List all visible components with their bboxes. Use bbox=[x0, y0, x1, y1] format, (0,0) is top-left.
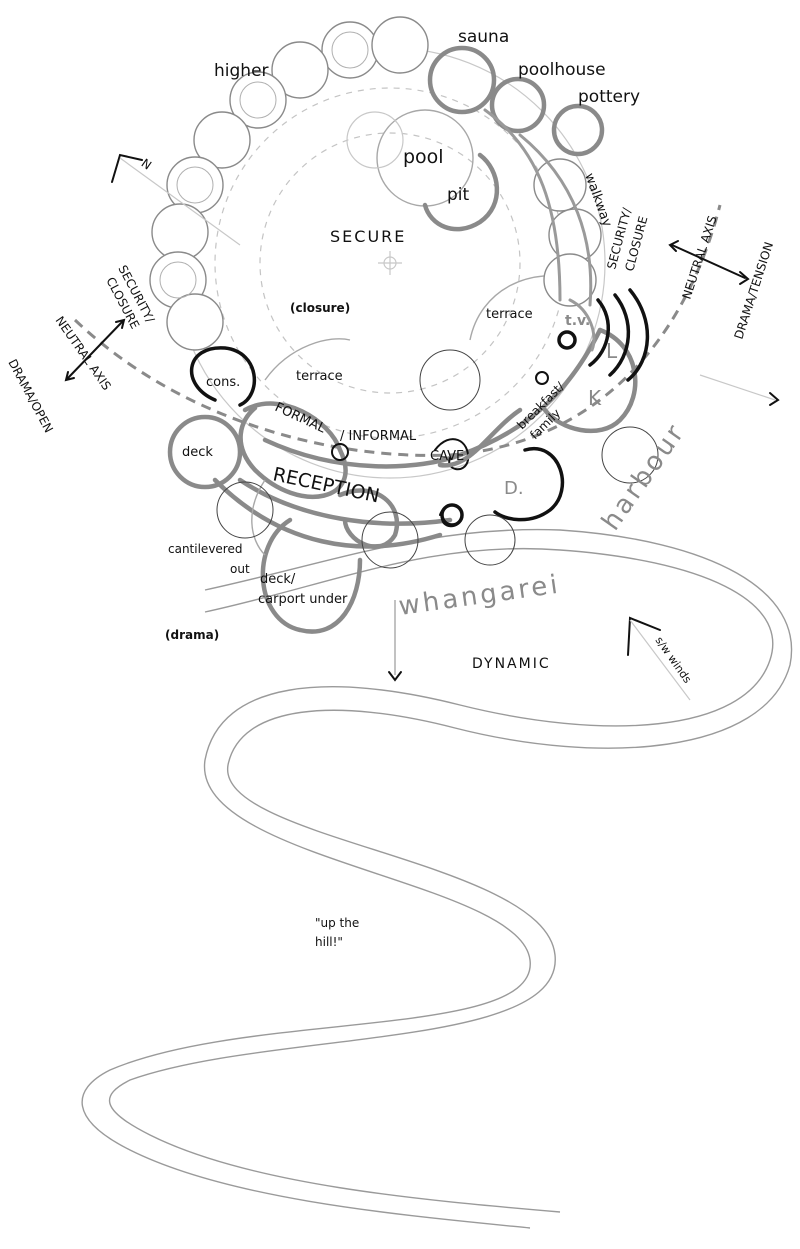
label-terrace-right: terrace bbox=[486, 307, 533, 322]
label-deck: deck bbox=[182, 445, 213, 460]
label-deck-carport-1: deck/ bbox=[260, 572, 296, 587]
pool-pit bbox=[346, 109, 500, 232]
label-sauna: sauna bbox=[458, 27, 509, 47]
arrows bbox=[64, 153, 780, 701]
label-drama-tension: DRAMA/TENSION bbox=[732, 240, 777, 341]
tree-ring bbox=[149, 16, 602, 351]
label-cantilevered-1: cantilevered bbox=[168, 542, 242, 556]
label-neutral-axis-right: NEUTRAL AXIS bbox=[680, 214, 720, 301]
label-l: L bbox=[606, 339, 618, 363]
label-higher: higher bbox=[214, 61, 269, 81]
label-d: D. bbox=[504, 478, 524, 499]
pavilions bbox=[427, 45, 605, 307]
label-terrace-left: terrace bbox=[296, 369, 343, 384]
label-deck-carport-2: carport under bbox=[258, 592, 348, 607]
label-cons: cons. bbox=[206, 375, 240, 390]
label-north: N bbox=[139, 156, 154, 173]
label-reception: RECEPTION bbox=[271, 463, 382, 507]
label-poolhouse: poolhouse bbox=[518, 60, 606, 80]
label-cave: CAVE bbox=[430, 449, 464, 464]
neutral-axis-line bbox=[73, 204, 722, 457]
label-pottery: pottery bbox=[578, 87, 640, 107]
label-harbour-2: whangarei bbox=[397, 570, 563, 622]
labels: sauna poolhouse pottery higher N pool pi… bbox=[5, 27, 776, 949]
label-up-hill-1: "up the bbox=[315, 916, 359, 930]
label-dynamic: DYNAMIC bbox=[472, 656, 551, 672]
label-closure: (closure) bbox=[290, 301, 350, 315]
label-up-hill-2: hill!" bbox=[315, 935, 343, 949]
label-cantilevered-2: out bbox=[230, 562, 250, 576]
label-secure: SECURE bbox=[330, 227, 406, 246]
winding-road bbox=[81, 528, 793, 1229]
label-pool: pool bbox=[403, 146, 444, 168]
label-formal: FORMAL bbox=[272, 400, 328, 437]
house-plan bbox=[167, 288, 650, 634]
label-drama: (drama) bbox=[165, 628, 219, 642]
label-tv: t.v. bbox=[565, 313, 590, 329]
label-informal: / INFORMAL bbox=[340, 429, 417, 444]
label-k: K bbox=[588, 386, 602, 410]
label-drama-open: DRAMA/OPEN bbox=[5, 357, 55, 435]
label-pit: pit bbox=[447, 185, 470, 205]
scrub-trees bbox=[216, 349, 659, 569]
